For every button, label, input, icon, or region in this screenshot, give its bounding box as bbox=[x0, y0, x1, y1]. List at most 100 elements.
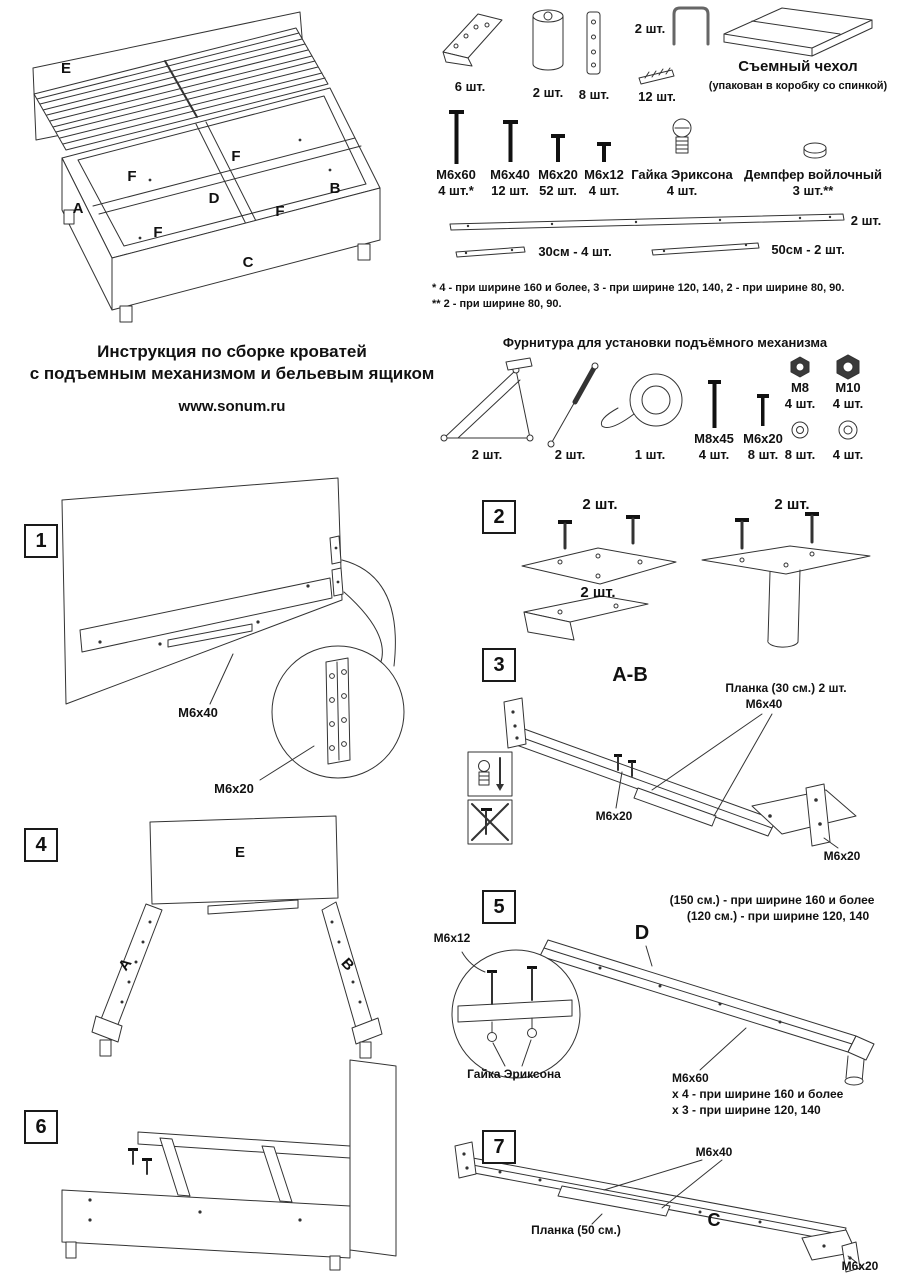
m8-nut-label: М8 bbox=[790, 380, 810, 395]
page-title-line2: с подъемным механизмом и бельевым ящиком bbox=[29, 364, 435, 383]
part-label-d: D bbox=[208, 190, 220, 207]
bolt-m6x40-qty: 12 шт. bbox=[491, 183, 529, 198]
strap-qty: 1 шт. bbox=[634, 447, 666, 462]
hardware-icons bbox=[442, 6, 873, 258]
erikson-nut-qty: 4 шт. bbox=[666, 183, 698, 198]
step5-part-d: D bbox=[634, 922, 650, 944]
step4-drawing bbox=[91, 815, 383, 1059]
screw-strip-icon bbox=[638, 67, 675, 85]
step-5-number: 5 bbox=[482, 890, 516, 924]
m8x45-qty: 4 шт. bbox=[698, 447, 730, 462]
step6-drawing bbox=[61, 1059, 397, 1271]
step5-m6x12-label: М6х12 bbox=[433, 931, 471, 945]
step1-drawing bbox=[61, 477, 405, 781]
m10-nut-qty: 4 шт. bbox=[832, 396, 864, 411]
cover-title: Съемный чехол bbox=[738, 58, 858, 75]
step7-plank-label: Планка (50 см.) bbox=[531, 1223, 621, 1237]
felt-damper-icon bbox=[803, 142, 827, 159]
step7-drawing bbox=[454, 1141, 861, 1273]
lift-mechanism-icon bbox=[440, 357, 534, 442]
washer-m8-icon bbox=[791, 421, 809, 439]
step-6-digit: 6 bbox=[35, 1115, 47, 1138]
step-4-number: 4 bbox=[24, 828, 58, 862]
lift-mech-qty: 2 шт. bbox=[471, 447, 503, 462]
washer-m10-icon bbox=[838, 420, 858, 440]
step-1-digit: 1 bbox=[35, 529, 47, 552]
lift-hardware-icons bbox=[440, 354, 860, 448]
step5-erikson-label: Гайка Эриксона bbox=[467, 1067, 561, 1081]
cover-icon bbox=[723, 7, 873, 57]
cover-note: (упакован в коробку со спинкой) bbox=[708, 80, 888, 92]
bolt-icons bbox=[449, 110, 611, 164]
step2-qty-bottom: 2 шт. bbox=[580, 584, 616, 601]
footnote-1: * 4 - при ширине 160 и более, 3 - при ши… bbox=[432, 282, 845, 294]
bolt-m6x40-label: М6х40 bbox=[490, 167, 530, 182]
part-label-c: С bbox=[242, 254, 254, 271]
washer8-qty: 8 шт. bbox=[784, 447, 816, 462]
step3-heading-ab: А-В bbox=[612, 664, 648, 686]
step-3-digit: 3 bbox=[493, 653, 505, 676]
step5-drawing bbox=[451, 939, 875, 1086]
step-3-number: 3 bbox=[482, 648, 516, 682]
step5-m6x60-label: М6х60 bbox=[672, 1071, 709, 1085]
strap-icon bbox=[600, 373, 683, 428]
damper-qty: 3 шт.** bbox=[792, 183, 834, 198]
erikson-usage-pictogram bbox=[467, 751, 513, 797]
bolt-m6x12-qty: 4 шт. bbox=[588, 183, 620, 198]
hex-nut-m10-icon bbox=[836, 354, 860, 380]
part-label-e: E bbox=[60, 60, 72, 77]
part-label-b: В bbox=[329, 180, 341, 197]
bolt-m6x12-label: М6х12 bbox=[584, 167, 624, 182]
lift-m6x20-qty: 8 шт. bbox=[747, 447, 779, 462]
step1-m6x40-label: М6х40 bbox=[178, 705, 218, 720]
part-label-f3: F bbox=[275, 203, 285, 220]
u-handle-icon bbox=[672, 6, 710, 46]
step1-m6x20-label: М6х20 bbox=[214, 781, 254, 796]
damper-label: Демпфер войлочный bbox=[744, 167, 882, 182]
step3-m6x20-right-label: М6х20 bbox=[823, 849, 861, 863]
lift-bolt-icons bbox=[708, 380, 769, 428]
part-label-f1: F bbox=[127, 168, 137, 185]
step7-m6x20-label: М6х20 bbox=[841, 1259, 879, 1273]
website-link[interactable]: www.sonum.ru bbox=[178, 398, 286, 415]
part-label-a: А bbox=[72, 200, 84, 217]
step-5-digit: 5 bbox=[493, 895, 505, 918]
bolt-m6x60-label: М6х60 bbox=[436, 167, 476, 182]
step-2-digit: 2 bbox=[493, 505, 505, 528]
bed-overview-drawing bbox=[32, 11, 381, 323]
step2-qty-top-left: 2 шт. bbox=[582, 496, 618, 513]
step3-plank-label: Планка (30 см.) 2 шт. bbox=[725, 681, 847, 695]
plank30-label: 30см - 4 шт. bbox=[538, 244, 612, 259]
m10-nut-label: М10 bbox=[835, 380, 861, 395]
m8x45-label: М8х45 bbox=[694, 431, 734, 446]
strip-qty: 12 шт. bbox=[638, 89, 676, 104]
plate-icon bbox=[586, 11, 601, 75]
long-plank-qty: 2 шт. bbox=[850, 213, 882, 228]
footnote-2: ** 2 - при ширине 80, 90. bbox=[432, 298, 562, 310]
step2-qty-top-right: 2 шт. bbox=[774, 496, 810, 513]
lift-panel-title: Фурнитура для установки подъёмного механ… bbox=[502, 335, 828, 350]
step3-drawing bbox=[467, 697, 857, 849]
step4-part-e: Е bbox=[234, 844, 246, 861]
bolt-m6x20-label: М6х20 bbox=[538, 167, 578, 182]
page-title-line1: Инструкция по сборке кроватей bbox=[97, 342, 367, 361]
step-4-digit: 4 bbox=[35, 833, 47, 856]
step-2-number: 2 bbox=[482, 500, 516, 534]
step-7-digit: 7 bbox=[493, 1135, 505, 1158]
m8-nut-qty: 4 шт. bbox=[784, 396, 816, 411]
handle-qty: 2 шт. bbox=[634, 21, 666, 36]
plank50-label: 50см - 2 шт. bbox=[771, 242, 845, 257]
step7-m6x40-label: М6х40 bbox=[695, 1145, 733, 1159]
leg-qty: 2 шт. bbox=[532, 85, 564, 100]
washer10-qty: 4 шт. bbox=[832, 447, 864, 462]
gas-strut-qty: 2 шт. bbox=[554, 447, 586, 462]
step-1-number: 1 bbox=[24, 524, 58, 558]
plate-qty: 8 шт. bbox=[578, 87, 610, 102]
step5-note-150: (150 см.) - при ширине 160 и более bbox=[669, 893, 875, 907]
step7-part-c: С bbox=[707, 1210, 721, 1230]
leg-icon bbox=[532, 9, 564, 71]
step3-m6x20-left-label: М6х20 bbox=[595, 809, 633, 823]
erikson-nut-icon bbox=[672, 118, 692, 154]
step2-drawing bbox=[521, 512, 871, 648]
